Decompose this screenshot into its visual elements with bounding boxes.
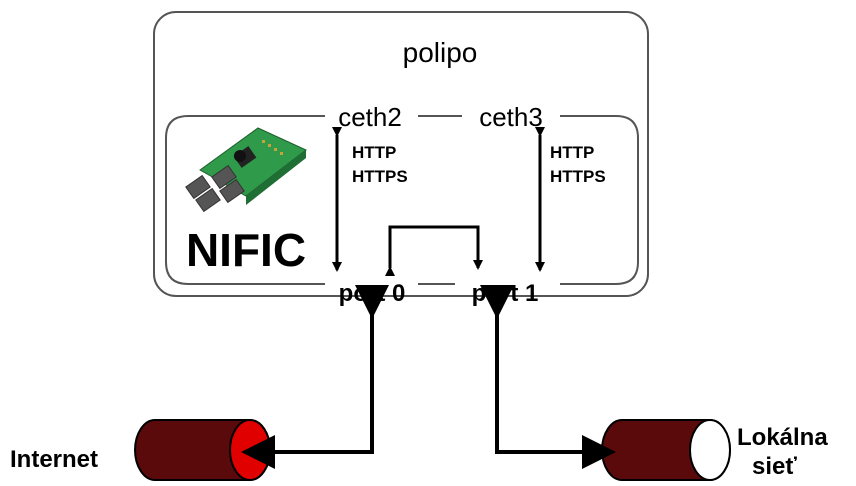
interface-ceth2: ceth2 bbox=[338, 102, 402, 132]
local-network-cable-icon bbox=[601, 419, 731, 481]
internet-label: Internet bbox=[10, 446, 98, 473]
nific-box bbox=[165, 115, 639, 285]
host-title: polipo bbox=[403, 37, 478, 68]
arrow-internet-port0 bbox=[241, 285, 389, 469]
local-network-label-line1: Lokálna bbox=[737, 424, 828, 451]
host-box bbox=[153, 11, 649, 297]
protocol-right-1: HTTPS bbox=[550, 167, 606, 186]
port-0-label: port 0 bbox=[339, 280, 406, 307]
loopback-arrow bbox=[385, 225, 483, 276]
protocol-left-0: HTTP bbox=[352, 143, 396, 162]
local-network-label-line2: sieť bbox=[752, 453, 797, 480]
protocol-left-1: HTTPS bbox=[352, 167, 408, 186]
arrow-port1-local bbox=[480, 285, 616, 469]
nific-label: NIFIC bbox=[186, 224, 306, 276]
interface-ceth3: ceth3 bbox=[479, 102, 543, 132]
port-1-label: port 1 bbox=[472, 280, 539, 307]
nific-board-icon bbox=[185, 127, 307, 213]
protocol-right-0: HTTP bbox=[550, 143, 594, 162]
